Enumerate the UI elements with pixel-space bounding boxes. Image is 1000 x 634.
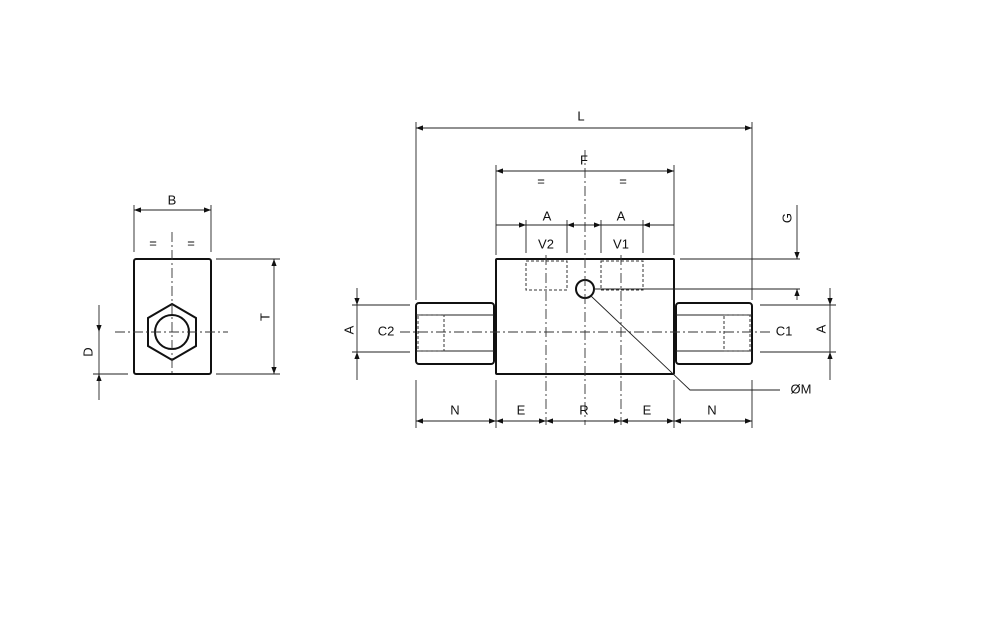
- dim-a-left-label: A: [341, 325, 356, 334]
- dim-n-left-label: N: [450, 402, 459, 417]
- dim-f-label: F: [580, 152, 588, 167]
- port-v1-label: V1: [613, 236, 629, 251]
- dim-d-label: D: [80, 347, 95, 356]
- fitting-right: [675, 302, 753, 365]
- equal-mark: =: [619, 173, 627, 188]
- dim-g-label: G: [779, 213, 794, 223]
- equal-mark: =: [187, 235, 195, 250]
- port-v2-label: V2: [538, 236, 554, 251]
- dim-a-right-label: A: [813, 324, 828, 333]
- equal-mark: =: [149, 235, 157, 250]
- fitting-left: [415, 302, 495, 365]
- dim-n-right-label: N: [707, 402, 716, 417]
- front-view: L F = = A A V2 V1 G A: [341, 108, 836, 428]
- dim-l-label: L: [577, 108, 584, 123]
- dim-e-right-label: E: [643, 402, 652, 417]
- side-view: B = = T D: [80, 192, 280, 400]
- dim-m-label: ØM: [791, 381, 812, 396]
- dim-r-label: R: [579, 402, 588, 417]
- side-body: [133, 258, 212, 375]
- dim-a-v2-label: A: [543, 208, 552, 223]
- dim-e-left-label: E: [517, 402, 526, 417]
- dim-b-label: B: [168, 192, 177, 207]
- equal-mark: =: [537, 173, 545, 188]
- port-c2-label: C2: [378, 323, 395, 338]
- dim-a-v1-label: A: [617, 208, 626, 223]
- dim-t-label: T: [257, 313, 272, 321]
- port-c1-label: C1: [776, 323, 793, 338]
